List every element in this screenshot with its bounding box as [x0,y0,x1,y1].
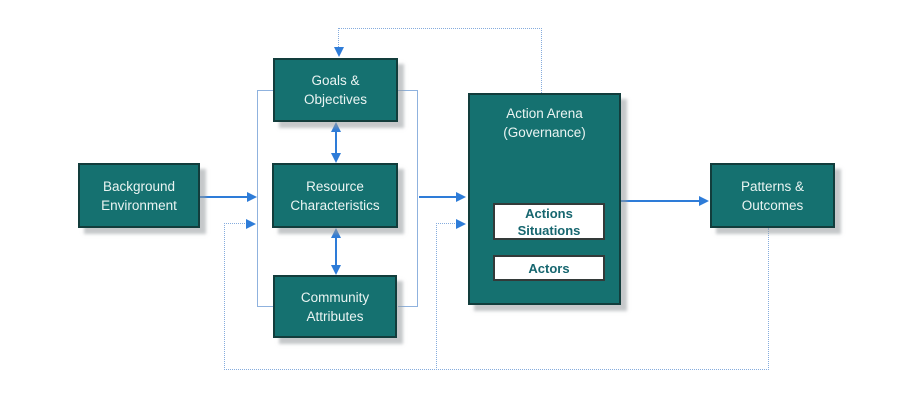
feedback-arena-to-goals-arrowhead [334,47,344,57]
feedback-arena-to-goals-vertical-right [541,28,542,93]
feedback-arena-to-goals-horizontal [338,28,542,29]
node-patterns-outcomes: Patterns & Outcomes [710,163,835,228]
node-action-arena-label: Action Arena (Governance) [503,106,586,140]
node-actions-situations-label: Actions Situations [517,205,581,238]
edge-goals-resource-arrowhead-up [331,122,341,132]
node-actors-label: Actors [528,260,570,276]
right-bracket-vertical-line [417,91,418,307]
edge-arena-to-patterns-line [621,200,700,202]
left-bracket-top-stub [257,90,274,91]
node-goals-objectives-label: Goals & Objectives [303,73,368,107]
feedback-to-arena-horizontal [436,223,457,224]
node-actors: Actors [493,255,605,281]
feedback-to-middle-vertical [224,225,225,370]
left-bracket-vertical-line [257,91,258,307]
edge-arena-to-patterns-arrowhead [699,196,709,206]
edge-resource-community-line [335,236,337,265]
feedback-patterns-down-vertical [768,228,769,370]
right-bracket-bottom-stub [398,306,418,307]
edge-goals-resource-arrowhead-down [331,153,341,163]
node-patterns-outcomes-label: Patterns & Outcomes [740,178,805,213]
node-community-attributes-label: Community Attributes [300,289,370,324]
edge-background-to-middle-arrowhead [247,192,257,202]
edge-background-to-middle-line [200,196,249,198]
node-action-arena: Action Arena (Governance) Actions Situat… [468,93,621,305]
feedback-to-middle-horizontal [224,223,247,224]
node-community-attributes: Community Attributes [273,275,397,338]
node-resource-characteristics-label: Resource Characteristics [290,178,380,213]
node-resource-characteristics: Resource Characteristics [272,163,398,228]
feedback-arena-to-goals-vertical-left [338,28,339,49]
edge-resource-community-arrowhead-down [331,265,341,275]
node-actions-situations: Actions Situations [493,203,605,240]
node-background-environment-label: Background Environment [101,178,177,213]
node-goals-objectives: Goals & Objectives [273,58,398,122]
feedback-to-arena-vertical [436,225,437,370]
left-bracket-bottom-stub [257,306,274,307]
feedback-to-arena-arrowhead [456,219,466,229]
edge-goals-resource-line [335,130,337,153]
feedback-to-middle-arrowhead [246,219,256,229]
node-background-environment: Background Environment [78,163,200,228]
feedback-bottom-horizontal [224,369,769,370]
edge-resource-community-arrowhead-up [331,228,341,238]
right-bracket-top-stub [398,90,418,91]
edge-middle-to-arena-arrowhead [456,192,466,202]
edge-middle-to-arena-line [419,196,457,198]
